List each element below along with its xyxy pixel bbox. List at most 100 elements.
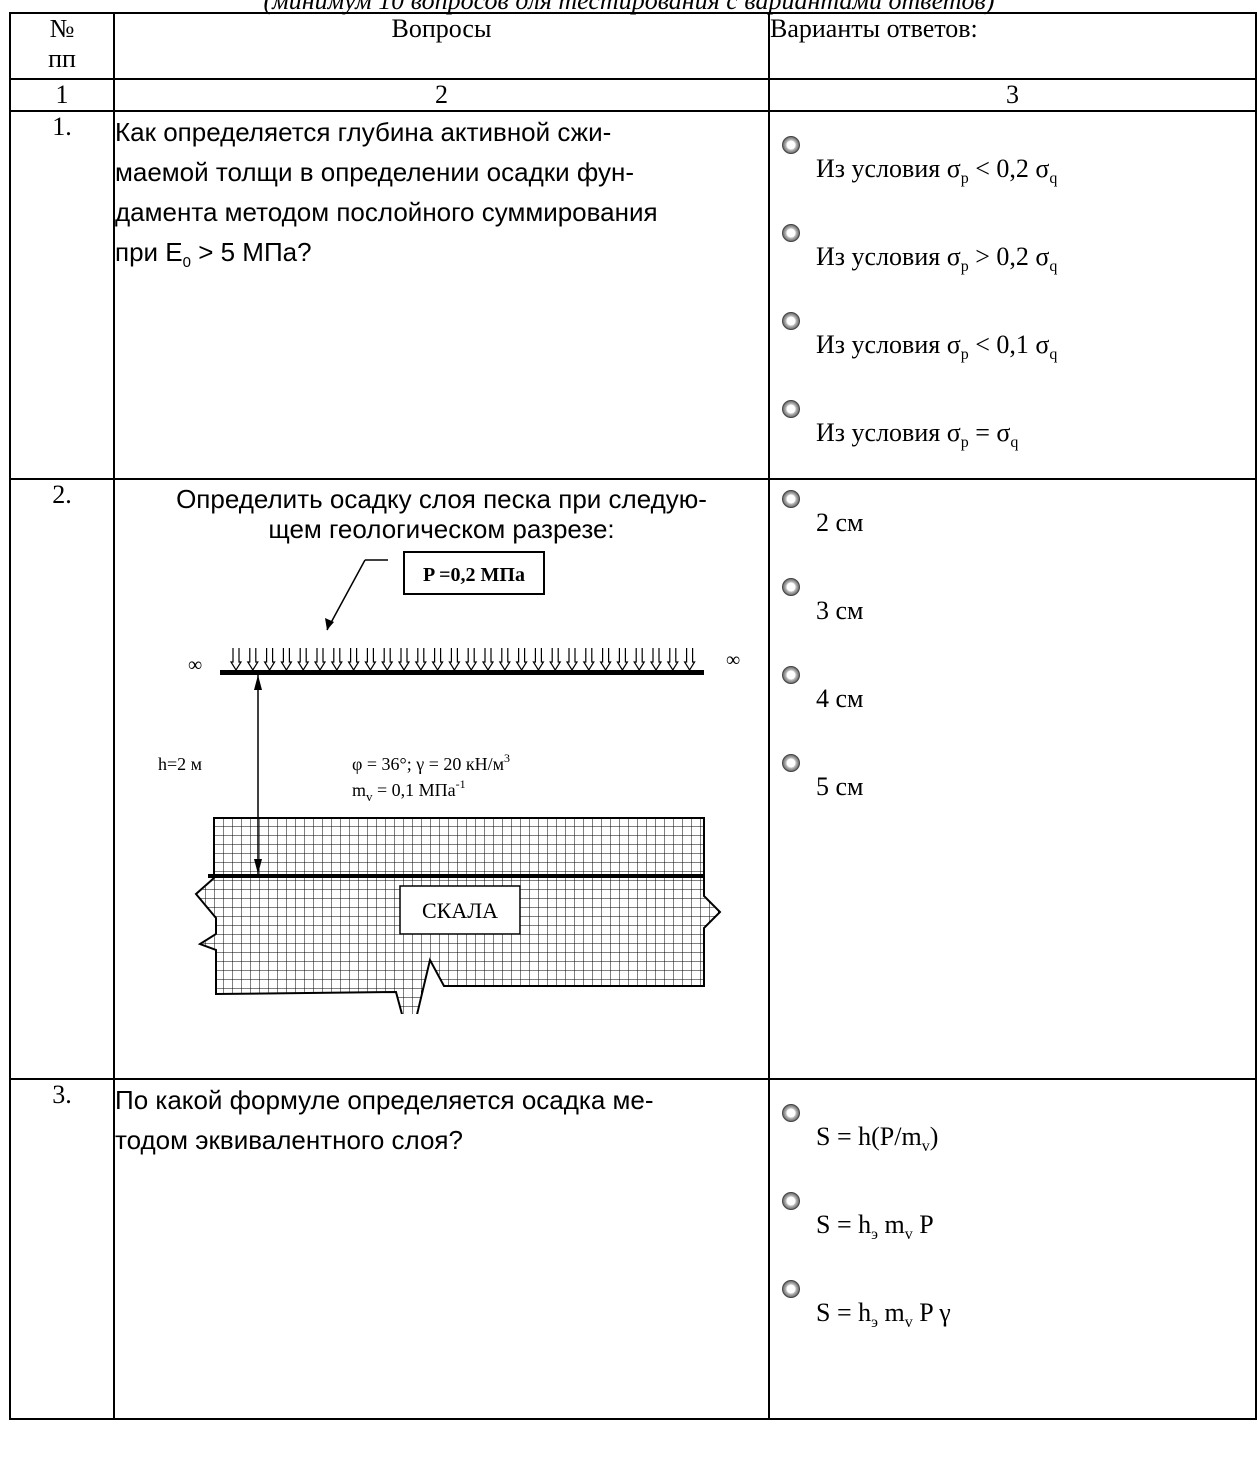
load-arrow (263, 648, 276, 672)
radio-button-icon[interactable] (782, 1280, 800, 1298)
soil-compressibility: mv = 0,1 МПа-1 (352, 777, 466, 804)
radio-button-icon[interactable] (782, 312, 800, 330)
question-number: 2. (9, 478, 115, 1080)
answer-label: S = hэ mv P γ (816, 1298, 951, 1332)
answer-label: S = h(P/mv) (816, 1122, 939, 1156)
radio-button-icon[interactable] (782, 400, 800, 418)
infinity-left: ∞ (188, 654, 202, 676)
load-arrow (481, 648, 494, 672)
answer-option[interactable]: Из условия σp < 0,1 σq (770, 302, 1255, 390)
load-leader (325, 559, 366, 631)
question-line: Определить осадку слоя песка при следую- (176, 484, 707, 514)
column-index-3: 3 (768, 78, 1257, 112)
load-arrow (246, 648, 259, 672)
answer-label: Из условия σp < 0,2 σq (816, 154, 1058, 188)
answer-option[interactable]: 3 см (770, 568, 1255, 656)
answer-label: Из условия σp > 0,2 σq (816, 242, 1058, 276)
load-arrow (498, 648, 511, 672)
answer-option[interactable]: S = hэ mv P γ (770, 1270, 1255, 1358)
load-arrow (380, 648, 393, 672)
question-row-3: 3. По какой формуле определяется осадка … (9, 1078, 1257, 1420)
column-index-row: 1 2 3 (9, 78, 1257, 112)
question-row-2: 2. Определить осадку слоя песка при след… (9, 478, 1257, 1080)
question-number: 3. (9, 1078, 115, 1420)
load-label: P =0,2 МПа (423, 564, 525, 586)
soil-parameters: φ = 36°; γ = 20 кН/м3 (352, 751, 510, 774)
load-arrow (447, 648, 460, 672)
load-arrow (330, 648, 343, 672)
header-number-abbr: пп (48, 44, 76, 73)
load-arrow (464, 648, 477, 672)
geological-section-diagram: P =0,2 МПа ∞ ∞ h=2 м φ = 36°; γ = 20 кН/… (158, 551, 740, 1014)
questions-table: № пп Вопросы Варианты ответов: 1 2 3 1. … (9, 12, 1257, 1420)
answer-option[interactable]: Из условия σp = σq (770, 390, 1255, 478)
load-arrow (515, 648, 528, 672)
answer-options: 2 см 3 см 4 см 5 см (768, 478, 1257, 1080)
infinity-right: ∞ (726, 649, 740, 671)
question-row-1: 1. Как определяется глубина активной сжи… (9, 110, 1257, 480)
question-text: Как определяется глубина активной сжи- м… (113, 110, 770, 480)
load-arrow (363, 648, 376, 672)
load-arrow (431, 648, 444, 672)
radio-button-icon[interactable] (782, 1104, 800, 1122)
height-arrow-top (253, 675, 262, 690)
load-arrow (649, 648, 662, 672)
answer-option[interactable]: S = h(P/mv) (770, 1094, 1255, 1182)
ground-surface (219, 670, 704, 675)
radio-button-icon[interactable] (782, 490, 800, 508)
load-arrow (666, 648, 679, 672)
load-arrow (615, 648, 628, 672)
question-line: По какой формуле определяется осадка ме- (115, 1085, 654, 1115)
answer-label: 4 см (816, 684, 864, 713)
radio-button-icon[interactable] (782, 578, 800, 596)
question-line: Как определяется глубина активной сжи- (115, 117, 612, 147)
load-box (402, 551, 545, 595)
answer-option[interactable]: S = hэ mv P (770, 1182, 1255, 1270)
answer-label: Из условия σp = σq (816, 418, 1019, 452)
load-arrow (565, 648, 578, 672)
answer-option[interactable]: Из условия σp < 0,2 σq (770, 126, 1255, 214)
rock-label-box (398, 885, 521, 935)
answer-label: 5 см (816, 772, 864, 801)
rock-label: СКАЛА (421, 898, 497, 923)
question-number: 1. (9, 110, 115, 480)
question-line: маемой толщи в определении осадки фун- (115, 157, 634, 187)
radio-button-icon[interactable] (782, 666, 800, 684)
load-arrow (632, 648, 645, 672)
answer-option[interactable]: 2 см (770, 480, 1255, 568)
column-index-1: 1 (9, 78, 115, 112)
question-line: дамента методом послойного суммирования (115, 197, 658, 227)
answer-option[interactable]: 5 см (770, 744, 1255, 832)
header-row: № пп Вопросы Варианты ответов: (9, 12, 1257, 80)
answer-option[interactable]: 4 см (770, 656, 1255, 744)
load-arrow (296, 648, 309, 672)
answer-label: 3 см (816, 596, 864, 625)
load-arrow (313, 648, 326, 672)
radio-button-icon[interactable] (782, 136, 800, 154)
height-label: h=2 м (158, 754, 202, 774)
answer-label: S = hэ mv P (816, 1210, 934, 1244)
answer-options: S = h(P/mv) S = hэ mv P S = hэ mv P γ (768, 1078, 1257, 1420)
load-arrow (347, 648, 360, 672)
radio-button-icon[interactable] (782, 754, 800, 772)
distributed-load-arrows (229, 648, 696, 672)
load-arrow (229, 648, 242, 672)
load-arrow (548, 648, 561, 672)
radio-button-icon[interactable] (782, 1192, 800, 1210)
answer-option[interactable]: Из условия σp > 0,2 σq (770, 214, 1255, 302)
header-questions: Вопросы (113, 12, 770, 80)
load-arrow (279, 648, 292, 672)
load-leader-arrowhead (324, 618, 334, 630)
header-number: № пп (9, 12, 115, 80)
load-arrow (397, 648, 410, 672)
column-index-2: 2 (113, 78, 770, 112)
radio-button-icon[interactable] (782, 224, 800, 242)
question-line: при E0 > 5 МПа? (115, 237, 312, 272)
load-arrow (531, 648, 544, 672)
header-number-symbol: № (49, 14, 75, 43)
question-line: тодом эквивалентного слоя? (115, 1125, 463, 1155)
answer-label: 2 см (816, 508, 864, 537)
header-answers: Варианты ответов: (768, 12, 1257, 80)
question-line: щем геологическом разрезе: (268, 514, 615, 544)
question-text: По какой формуле определяется осадка ме-… (113, 1078, 770, 1420)
